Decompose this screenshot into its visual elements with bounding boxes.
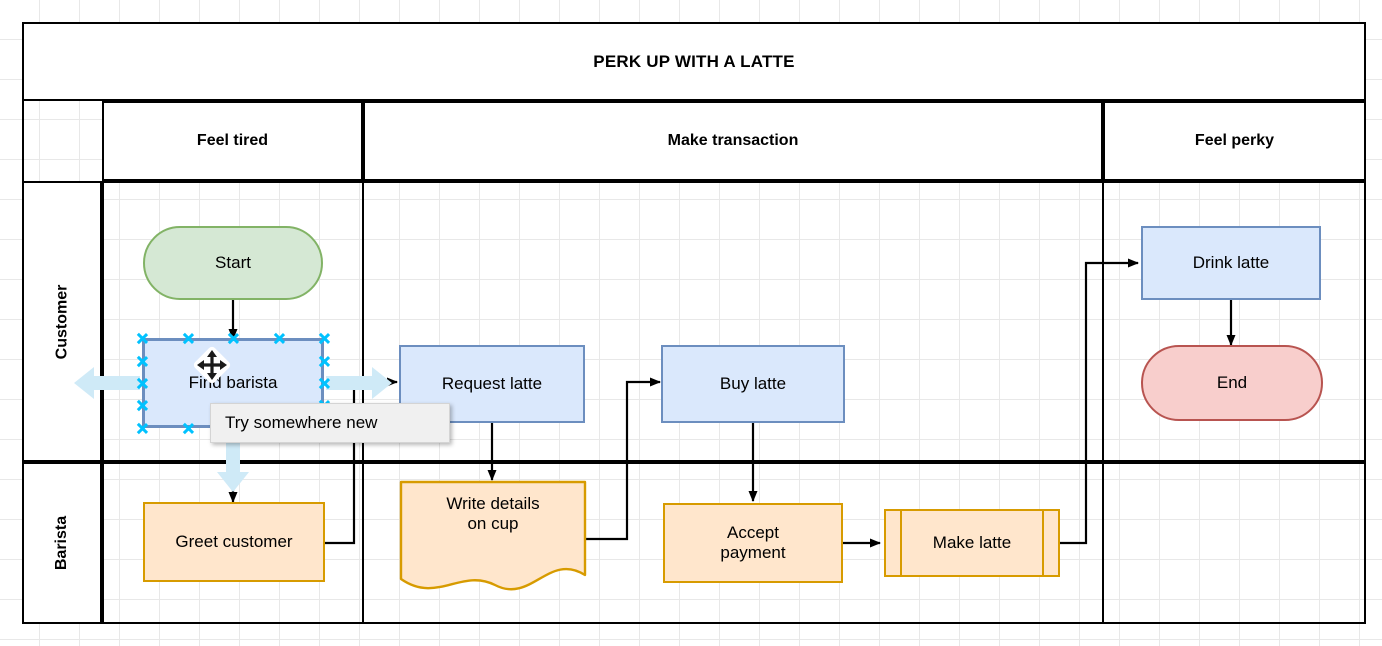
node-end[interactable]: End (1141, 345, 1323, 421)
selection-handle-bottom-center[interactable] (182, 422, 195, 435)
node-greet-customer[interactable]: Greet customer (143, 502, 325, 582)
selection-handle-left-upper[interactable] (136, 355, 149, 368)
node-start[interactable]: Start (143, 226, 323, 300)
lane-header-barista-label: Barista (53, 515, 70, 571)
selection-handle-top-left[interactable] (136, 332, 149, 345)
direction-arrow-down[interactable] (214, 430, 252, 492)
node-drink-latte[interactable]: Drink latte (1141, 226, 1321, 300)
lane-header-customer[interactable]: Customer (22, 181, 102, 462)
selection-handle-bottom-left[interactable] (136, 422, 149, 435)
node-make-latte[interactable]: Make latte (884, 509, 1060, 577)
lane-header-customer-label: Customer (53, 284, 70, 359)
document-shape-icon (399, 480, 587, 591)
phase-header-feel-tired[interactable]: Feel tired (102, 101, 363, 181)
selection-handle-top-left-mid[interactable] (182, 332, 195, 345)
direction-arrow-right[interactable] (326, 364, 392, 402)
phase-divider-2 (1102, 181, 1104, 624)
selection-handle-top-center[interactable] (227, 332, 240, 345)
selection-handle-right-upper[interactable] (318, 355, 331, 368)
phase-header-feel-perky[interactable]: Feel perky (1103, 101, 1366, 181)
diagram-title[interactable]: PERK UP WITH A LATTE (22, 22, 1366, 101)
selection-handle-left-middle[interactable] (136, 377, 149, 390)
phase-header-make-transaction[interactable]: Make transaction (363, 101, 1103, 181)
selection-handle-right-middle[interactable] (318, 377, 331, 390)
direction-arrow-left[interactable] (74, 364, 140, 402)
selection-handle-top-right-mid[interactable] (273, 332, 286, 345)
node-write-details-on-cup[interactable]: Write details on cup (399, 480, 587, 596)
tooltip: Try somewhere new (210, 403, 450, 443)
lane-header-barista[interactable]: Barista (22, 462, 102, 624)
selection-handle-left-lower[interactable] (136, 399, 149, 412)
node-buy-latte[interactable]: Buy latte (661, 345, 845, 423)
selection-handle-top-right[interactable] (318, 332, 331, 345)
node-accept-payment[interactable]: Accept payment (663, 503, 843, 583)
